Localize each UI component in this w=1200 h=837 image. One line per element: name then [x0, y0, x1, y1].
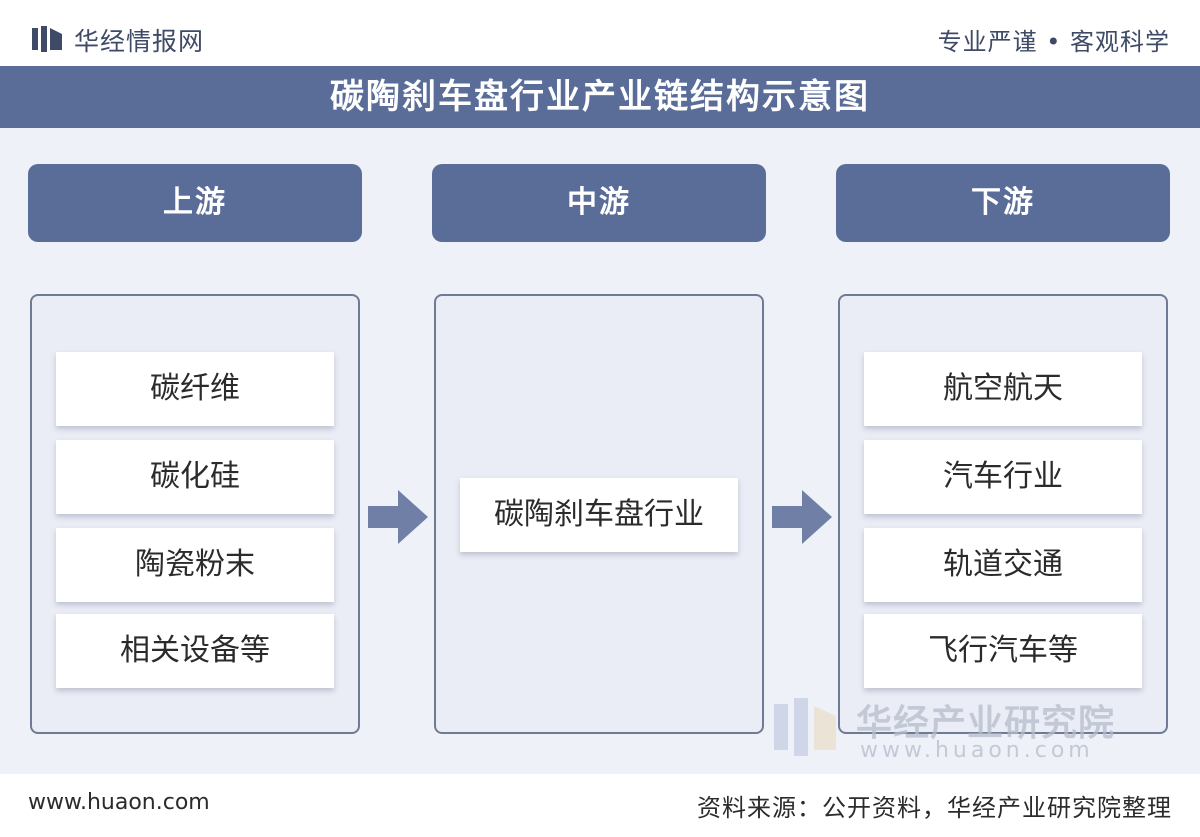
- upstream-item: 碳化硅: [56, 440, 334, 514]
- watermark-url: www.huaon.com: [860, 738, 1094, 763]
- upstream-item: 相关设备等: [56, 614, 334, 688]
- stage-panel-downstream: 航空航天 汽车行业 轨道交通 飞行汽车等: [838, 294, 1168, 734]
- right-arrow-icon: [368, 490, 428, 544]
- upstream-item: 碳纤维: [56, 352, 334, 426]
- stage-header-midstream: 中游: [432, 164, 766, 242]
- brand-name: 华经情报网: [74, 27, 205, 56]
- source-note: 资料来源：公开资料，华经产业研究院整理: [697, 794, 1172, 822]
- midstream-item: 碳陶刹车盘行业: [460, 478, 738, 552]
- watermark-logo-icon: [774, 698, 836, 756]
- header: 华经情报网 专业严谨 • 客观科学: [0, 0, 1200, 66]
- stage-panel-upstream: 碳纤维 碳化硅 陶瓷粉末 相关设备等: [30, 294, 360, 734]
- title-bar: 碳陶刹车盘行业产业链结构示意图: [0, 66, 1200, 128]
- stage-panel-midstream: 碳陶刹车盘行业: [434, 294, 764, 734]
- right-arrow-icon: [772, 490, 832, 544]
- footer: www.huaon.com 资料来源：公开资料，华经产业研究院整理: [0, 774, 1200, 837]
- stage-header-downstream: 下游: [836, 164, 1170, 242]
- footer-url[interactable]: www.huaon.com: [28, 790, 210, 815]
- slogan: 专业严谨 • 客观科学: [937, 28, 1170, 56]
- stage-header-upstream: 上游: [28, 164, 362, 242]
- watermark-name: 华经产业研究院: [856, 703, 1116, 744]
- downstream-item: 飞行汽车等: [864, 614, 1142, 688]
- downstream-item: 轨道交通: [864, 528, 1142, 602]
- downstream-item: 汽车行业: [864, 440, 1142, 514]
- brand-logo-icon: [32, 26, 62, 52]
- upstream-item: 陶瓷粉末: [56, 528, 334, 602]
- downstream-item: 航空航天: [864, 352, 1142, 426]
- diagram-title: 碳陶刹车盘行业产业链结构示意图: [330, 77, 870, 117]
